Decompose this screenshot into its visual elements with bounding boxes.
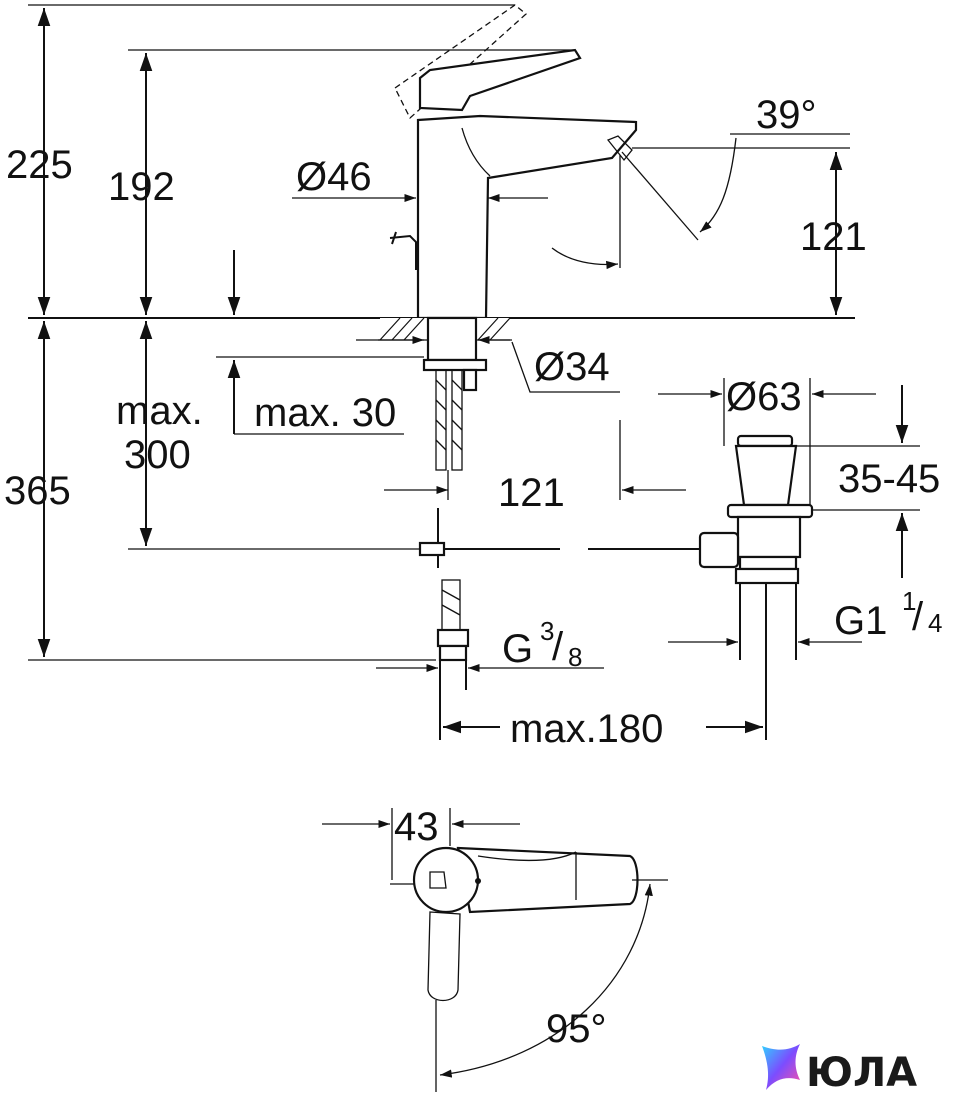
fixing-and-hoses <box>422 316 488 471</box>
brand-logo-icon <box>762 1044 800 1090</box>
faucet-front-view <box>389 4 638 320</box>
label-35-45: 35-45 <box>838 457 940 501</box>
label-121-horizontal: 121 <box>498 471 565 515</box>
brand-logo: ЮЛА <box>762 1044 917 1096</box>
brand-logo-text: ЮЛА <box>806 1050 917 1096</box>
label-g-num: 3 <box>540 616 554 646</box>
label-g: G <box>502 627 533 671</box>
label-d46: Ø46 <box>296 155 372 199</box>
label-g1-den: 4 <box>928 608 942 638</box>
label-d34: Ø34 <box>534 345 610 389</box>
faucet-top-view <box>322 808 668 1092</box>
dimension-labels: 225 192 Ø46 39° 121 Ø34 max. 300 max. 30… <box>4 93 942 1051</box>
label-g-den: 8 <box>568 642 582 672</box>
label-g1: G1 <box>834 599 887 643</box>
label-g-slash: / <box>552 625 564 669</box>
label-g1-num: 1 <box>902 586 916 616</box>
label-192: 192 <box>108 165 175 209</box>
label-225: 225 <box>6 143 73 187</box>
label-max-30: max. 30 <box>254 391 396 435</box>
label-365: 365 <box>4 469 71 513</box>
label-121-vertical: 121 <box>800 215 867 259</box>
drain-waste <box>588 434 814 740</box>
label-max: max. <box>116 389 203 433</box>
label-g1-slash: / <box>912 595 924 639</box>
label-max-180: max.180 <box>510 707 663 751</box>
label-43: 43 <box>394 805 439 849</box>
label-d63: Ø63 <box>726 375 802 419</box>
angle-valve <box>418 508 560 740</box>
label-39deg: 39° <box>756 93 817 137</box>
dimension-lines <box>28 4 920 734</box>
label-300: 300 <box>124 433 191 477</box>
label-95deg: 95° <box>546 1007 607 1051</box>
